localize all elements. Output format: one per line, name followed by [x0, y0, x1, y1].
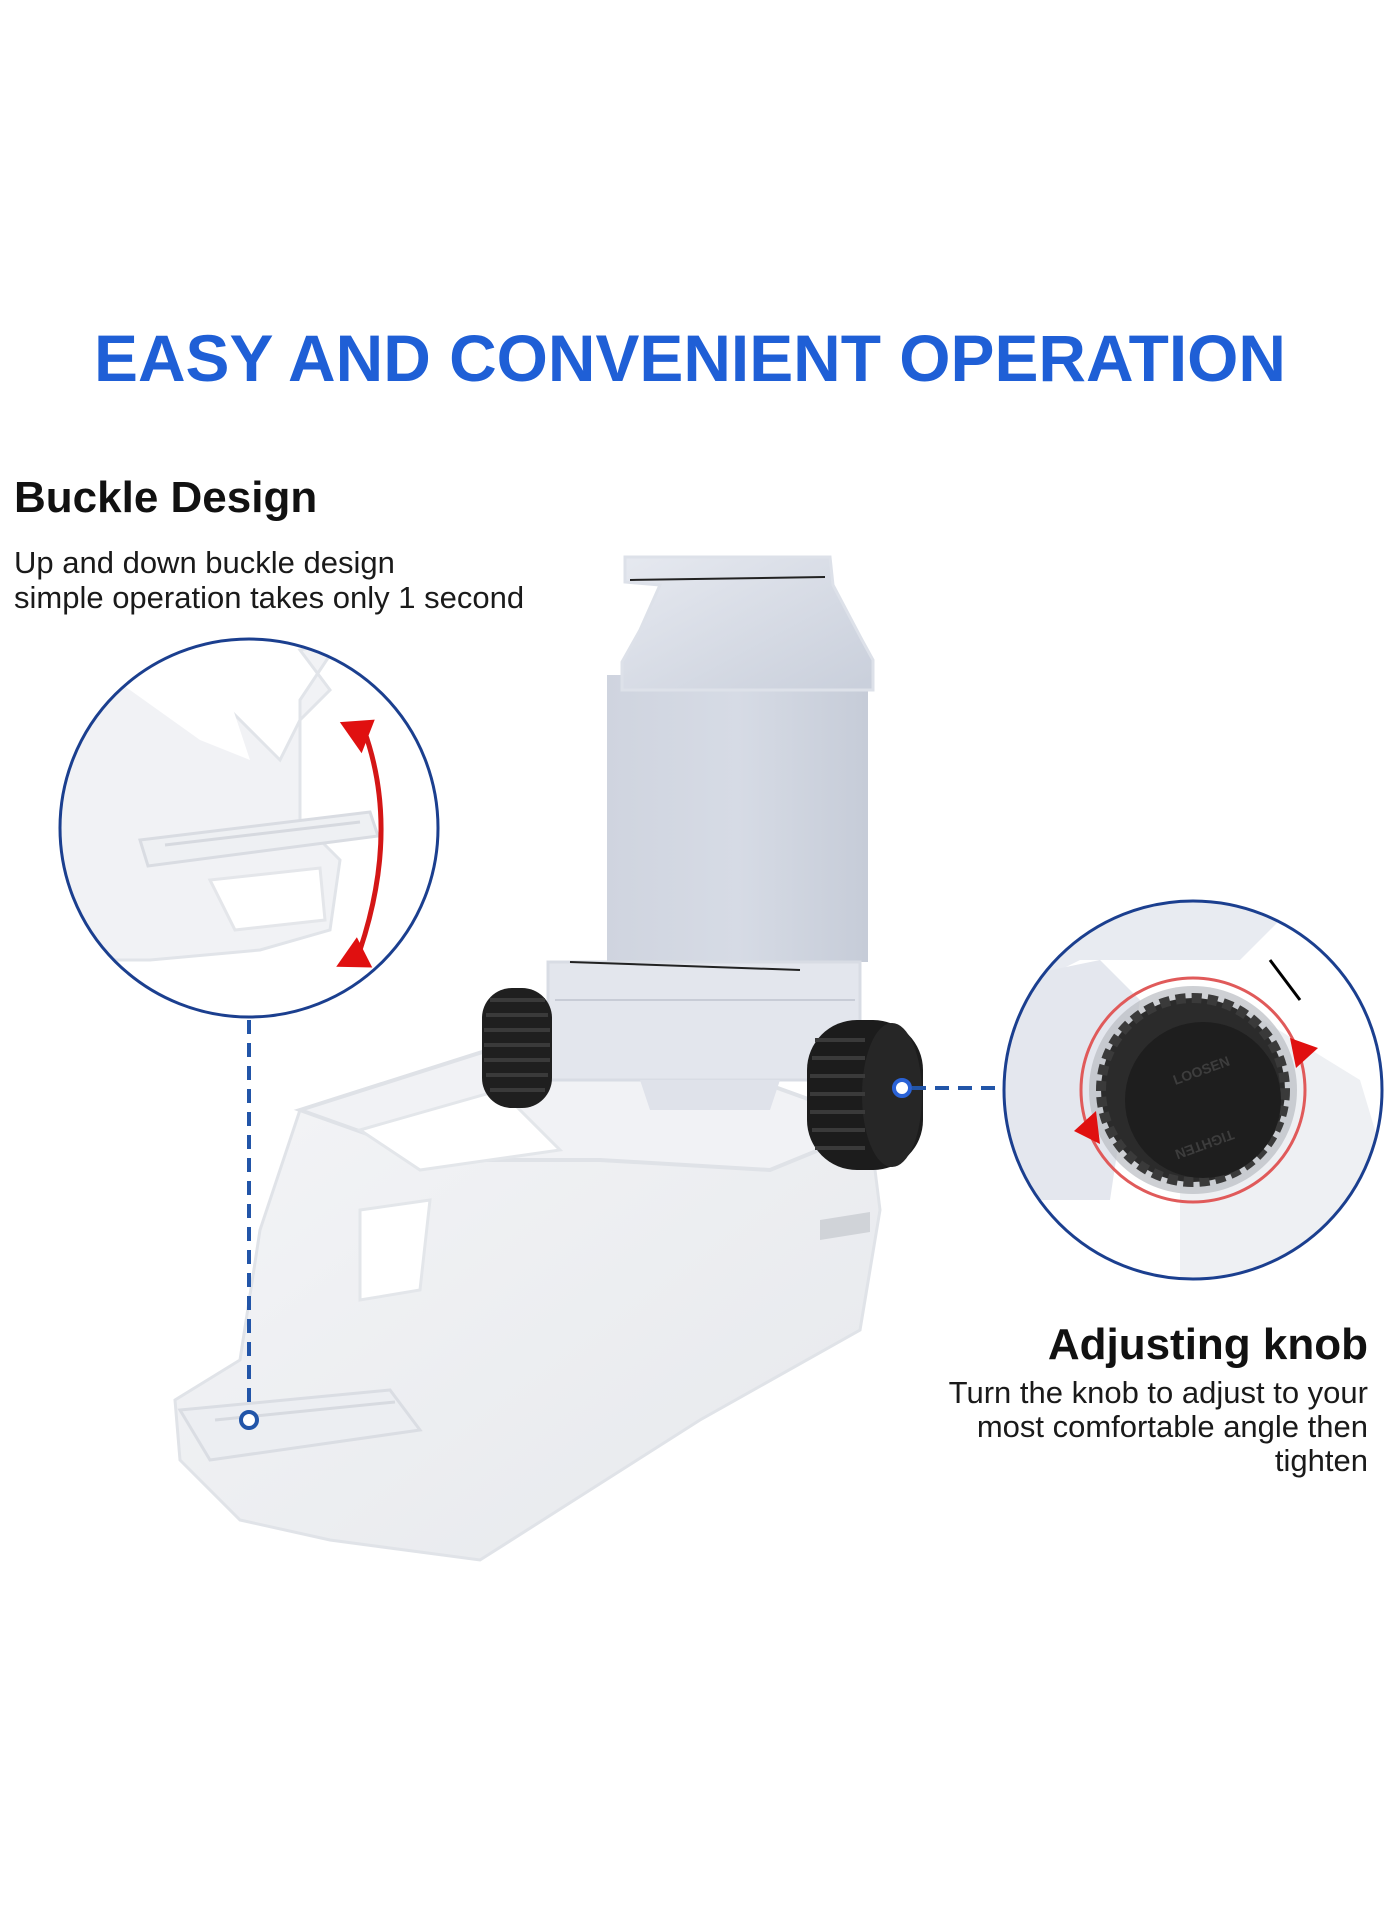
buckle-connector: [239, 1020, 259, 1430]
rotate-arrow-icon: [1079, 976, 1307, 1204]
bidirectional-arrow-icon: [357, 729, 384, 951]
adjusting-knob-heading: Adjusting knob: [1047, 1320, 1368, 1369]
knob-connector: [892, 1078, 1003, 1098]
buckle-design-heading: Buckle Design: [14, 473, 318, 522]
phone-clamp: [546, 555, 875, 1110]
page-title: EASY AND CONVENIENT OPERATION: [94, 322, 1286, 394]
adjusting-knob-line-3: tighten: [1274, 1443, 1368, 1478]
knob-detail-circle: LOOSEN TIGHTEN: [1002, 899, 1384, 1281]
buckle-design-line-1: Up and down buckle design: [14, 545, 395, 580]
buckle-detail-circle: [58, 637, 440, 1019]
adjusting-knob-line-1: Turn the knob to adjust to your: [948, 1375, 1368, 1410]
left-knob: [482, 988, 552, 1108]
right-knob: [807, 1020, 923, 1170]
frosted-base: [173, 1037, 886, 1562]
buckle-design-line-2: simple operation takes only 1 second: [14, 580, 525, 615]
adjusting-knob-line-2: most comfortable angle then: [976, 1409, 1368, 1444]
title-text: EASY AND CONVENIENT OPERATION: [94, 321, 1286, 395]
